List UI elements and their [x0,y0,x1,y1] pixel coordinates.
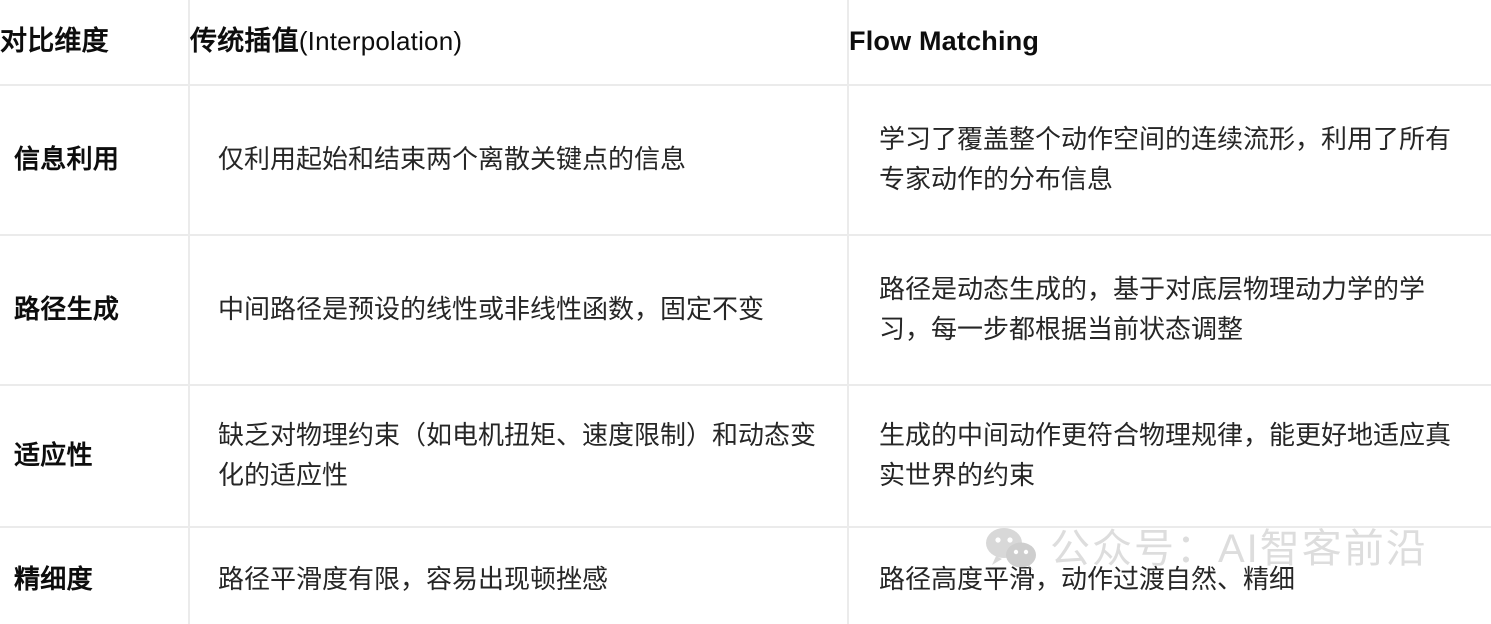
column-header-flow-matching: Flow Matching [848,0,1491,86]
cell-flow-matching-path-generation: 路径是动态生成的，基于对底层物理动力学的学习，每一步都根据当前状态调整 [848,235,1491,386]
row-label-adaptability: 适应性 [0,385,190,528]
cell-interpolation-adaptability: 缺乏对物理约束（如电机扭矩、速度限制）和动态变化的适应性 [189,385,849,528]
table-body: 信息利用 仅利用起始和结束两个离散关键点的信息 学习了覆盖整个动作空间的连续流形… [0,85,1491,624]
row-label-information-usage: 信息利用 [0,85,190,236]
cell-flow-matching-information-usage: 学习了覆盖整个动作空间的连续流形，利用了所有专家动作的分布信息 [848,85,1491,236]
table-row: 精细度 路径平滑度有限，容易出现顿挫感 路径高度平滑，动作过渡自然、精细 [0,527,1491,624]
cell-interpolation-information-usage: 仅利用起始和结束两个离散关键点的信息 [189,85,849,236]
cell-flow-matching-adaptability: 生成的中间动作更符合物理规律，能更好地适应真实世界的约束 [848,385,1491,528]
table-row: 适应性 缺乏对物理约束（如电机扭矩、速度限制）和动态变化的适应性 生成的中间动作… [0,385,1491,528]
column-header-dimension: 对比维度 [0,0,190,86]
table-header: 对比维度 传统插值(Interpolation) Flow Matching [0,0,1491,86]
cell-flow-matching-granularity: 路径高度平滑，动作过渡自然、精细 [879,564,1296,595]
cell-interpolation-granularity: 路径平滑度有限，容易出现顿挫感 [189,527,849,624]
column-header-flow-matching-label: Flow Matching [849,26,1040,57]
table-header-row: 对比维度 传统插值(Interpolation) Flow Matching [0,0,1491,86]
table-row: 信息利用 仅利用起始和结束两个离散关键点的信息 学习了覆盖整个动作空间的连续流形… [0,85,1491,236]
column-header-interpolation-label-en: (Interpolation) [298,26,463,57]
cell-interpolation-path-generation: 中间路径是预设的线性或非线性函数，固定不变 [189,235,849,386]
row-label-path-generation: 路径生成 [0,235,190,386]
column-header-dimension-label: 对比维度 [0,26,109,57]
column-header-interpolation: 传统插值(Interpolation) [189,0,849,86]
column-header-interpolation-label-cn: 传统插值 [190,26,299,57]
table-row: 路径生成 中间路径是预设的线性或非线性函数，固定不变 路径是动态生成的，基于对底… [0,235,1491,386]
row-label-granularity: 精细度 [0,527,190,624]
